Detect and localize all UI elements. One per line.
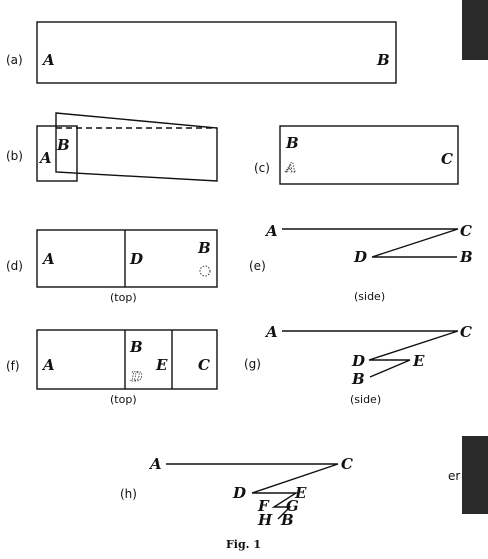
panel-a-label-left: A [41,51,55,69]
panel-g-label-c: C [460,323,472,341]
panel-h-label-e: E [294,484,307,502]
panel-g-label-d: D [351,352,365,370]
panel-b-label-right: B [56,136,70,154]
panel-d-label-left: A [41,250,55,268]
panel-h-side-fold [166,463,339,520]
panel-c-strip [279,125,459,185]
panel-e-caption: (side) [354,290,385,303]
panel-e-label-d: D [353,248,367,266]
panel-e-label-a: A [264,222,278,240]
panel-f-label-right: C [198,356,210,374]
panel-c-label-top: B [285,134,299,152]
panel-c-ghost-label: A [284,161,296,176]
panel-d-caption: (top) [110,291,137,304]
panel-d-tag: (d) [6,259,23,273]
panel-f-label-e: E [155,356,168,374]
panel-h-tag: (h) [120,487,137,501]
panel-a-strip [36,21,397,84]
panel-b-bottom-strip [36,125,78,182]
panel-d-label-mid: D [129,250,143,268]
scan-edge-bottom [462,436,488,514]
scan-edge-text: er [448,469,460,483]
panel-d-label-right: B [197,239,211,257]
panel-g-label-a: A [264,323,278,341]
panel-e-label-c: C [460,222,472,240]
panel-e-side-fold [282,228,459,258]
panel-f-label-left: A [41,356,55,374]
panel-f-tag: (f) [6,359,20,373]
panel-a-tag: (a) [6,53,23,67]
panel-c-label-right: C [441,150,453,168]
panel-f-caption: (top) [110,393,137,406]
panel-e-label-b: B [459,248,473,266]
panel-d-strip [36,229,218,288]
panel-h-label-c: C [341,455,353,473]
panel-g-tag: (g) [244,357,261,371]
panel-g-caption: (side) [350,393,381,406]
panel-b-tag: (b) [6,149,23,163]
panel-h-label-h: H [257,511,273,529]
panel-f-ghost-label: D [130,370,143,385]
panel-e-tag: (e) [249,259,266,273]
panel-g-label-e: E [412,352,425,370]
panel-h-label-f: F [257,497,270,515]
panel-f-strip [36,329,218,390]
panel-h-label-b: B [280,511,294,529]
panel-g-side-fold [282,330,459,378]
panel-h-label-d: D [232,484,246,502]
panel-g-label-b: B [351,370,365,388]
panel-h-label-g: G [286,497,299,515]
panel-b-folded-strip [55,112,218,182]
figure-caption: Fig. 1 [226,538,261,551]
panel-f-label-mid: B [129,338,143,356]
panel-h-label-a: A [148,455,162,473]
panel-b-label-left: A [38,149,52,167]
panel-a-label-right: B [376,51,390,69]
scan-edge-top [462,0,488,60]
panel-c-tag: (c) [254,161,270,175]
panel-d-hidden-mark [199,265,211,277]
